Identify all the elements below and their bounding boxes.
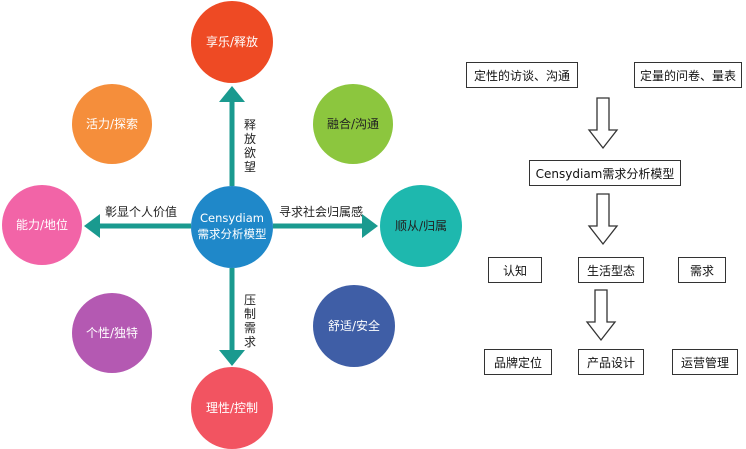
flow-arrow-2: [587, 193, 619, 246]
arrow-up-label: 释放欲望: [243, 118, 256, 174]
circle-upper-left-label: 活力/探索: [85, 116, 139, 131]
circle-right: 顺从/归属: [380, 185, 462, 267]
circle-lower-right: 舒适/安全: [313, 285, 395, 367]
circle-lower-left-label: 个性/独特: [85, 325, 139, 340]
circle-top-label: 享乐/释放: [205, 34, 259, 49]
flow-arrow-3: [585, 289, 617, 342]
center-subtitle: 需求分析模型: [197, 227, 267, 241]
box-model: Censydiam需求分析模型: [529, 160, 681, 186]
circle-upper-right: 融合/沟通: [313, 84, 393, 164]
box-cognition: 认知: [488, 257, 542, 283]
circle-upper-left: 活力/探索: [72, 84, 152, 164]
arrow-right: [273, 214, 378, 238]
circle-upper-right-label: 融合/沟通: [326, 116, 380, 131]
arrow-up: [219, 86, 245, 186]
arrow-right-label: 寻求社会归属感: [279, 205, 364, 219]
box-need: 需求: [678, 257, 726, 283]
circle-lower-right-label: 舒适/安全: [327, 318, 381, 333]
circle-left-label: 能力/地位: [15, 217, 69, 232]
circle-bottom: 理性/控制: [191, 367, 273, 449]
arrow-left: [84, 214, 191, 238]
circle-right-label: 顺从/归属: [394, 218, 448, 233]
center-title: Censydiam: [200, 211, 264, 226]
circle-lower-left: 个性/独特: [72, 293, 152, 373]
box-qualitative: 定性的访谈、沟通: [466, 62, 578, 88]
flow-arrow-1: [587, 97, 619, 150]
box-lifestyle: 生活型态: [578, 257, 644, 283]
box-product-design: 产品设计: [578, 349, 644, 375]
box-quantitative: 定量的问卷、量表: [634, 62, 742, 88]
arrow-down: [219, 268, 245, 366]
circle-left: 能力/地位: [2, 185, 82, 265]
circle-center: Censydiam 需求分析模型: [191, 186, 273, 268]
arrow-down-label: 压制需求: [243, 293, 256, 349]
circle-bottom-label: 理性/控制: [205, 400, 259, 415]
arrow-left-label: 彰显个人价值: [105, 205, 178, 219]
circle-top: 享乐/释放: [191, 1, 273, 83]
box-operations: 运营管理: [672, 349, 738, 375]
box-brand-positioning: 品牌定位: [484, 349, 552, 375]
